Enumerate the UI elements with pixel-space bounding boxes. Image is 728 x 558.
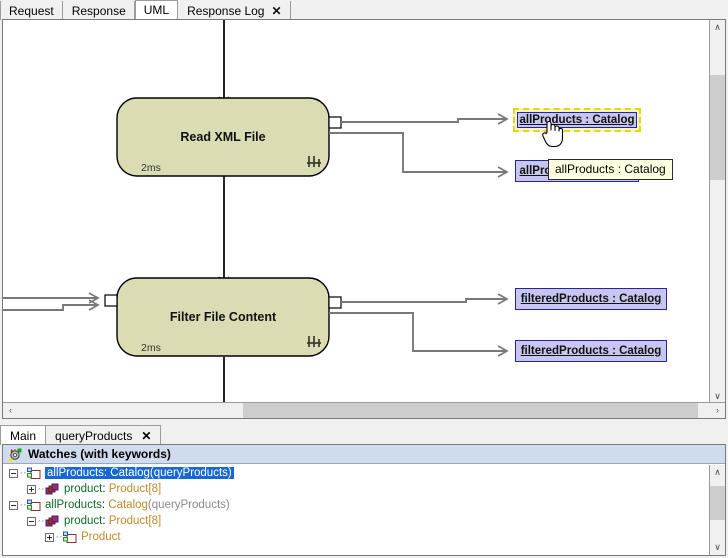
- scroll-up-button[interactable]: ∧: [710, 20, 725, 35]
- tree-row-name: product: [64, 483, 102, 495]
- tree-guide-dots: ··: [19, 499, 27, 511]
- tree-row-type: Product[8]: [109, 515, 161, 527]
- tree-row-key: (queryProducts): [148, 499, 230, 511]
- expand-collapse-icon[interactable]: [9, 469, 18, 478]
- tree-row[interactable]: ·· allProducts: Catalog(queryProducts): [3, 497, 709, 513]
- diagram-horizontal-scrollbar[interactable]: ‹ ›: [3, 402, 725, 418]
- object-node-filteredproducts-2-label: filteredProducts : Catalog: [521, 345, 662, 357]
- selection-marquee: allProducts : Catalog: [513, 108, 641, 132]
- scroll-left-button[interactable]: ‹: [3, 403, 18, 418]
- expand-collapse-icon[interactable]: [9, 501, 18, 510]
- activity-node-read-xml-file-title: Read XML File: [117, 130, 329, 144]
- tree-row-label: allProducts: Catalog(queryProducts): [45, 467, 234, 479]
- uml-canvas[interactable]: Read XML File 2ms Filter File Content 2m…: [3, 20, 711, 404]
- bottom-tab-queryproducts[interactable]: queryProducts ✕: [45, 425, 161, 445]
- tree-guide-dots: ··: [37, 483, 45, 495]
- class-icon: [63, 531, 77, 544]
- close-icon[interactable]: ✕: [141, 429, 151, 443]
- diagram-vscroll-track[interactable]: [710, 35, 725, 389]
- tree-guide-dots: ··: [37, 515, 45, 527]
- bottom-tab-main-label: Main: [10, 429, 36, 443]
- tooltip-text: allProducts : Catalog: [555, 162, 666, 176]
- scroll-down-button[interactable]: ∨: [710, 540, 725, 555]
- tab-uml-label: UML: [144, 3, 169, 17]
- object-node-filteredproducts-1-label: filteredProducts : Catalog: [521, 293, 662, 305]
- tab-request-label: Request: [9, 4, 54, 18]
- tree-row-label: product: Product[8]: [64, 515, 161, 527]
- tab-uml[interactable]: UML: [135, 0, 178, 20]
- tree-row-type: Catalog: [108, 499, 148, 511]
- activity-node-read-xml-file-duration: 2ms: [141, 162, 161, 174]
- bottom-tab-queryproducts-label: queryProducts: [55, 429, 132, 443]
- watches-title: Watches (with keywords): [28, 447, 171, 461]
- tooltip: allProducts : Catalog: [548, 159, 673, 180]
- tree-row-type: Product[8]: [109, 483, 161, 495]
- tree-row[interactable]: ·· Product: [3, 529, 709, 545]
- tree-row-label: allProducts: Catalog(queryProducts): [45, 499, 230, 511]
- diagram-hscroll-thumb[interactable]: [243, 403, 698, 418]
- tree-row-label: product: Product[8]: [64, 483, 161, 495]
- watches-vertical-scrollbar[interactable]: ∧ ∨: [709, 465, 725, 555]
- watches-header: Watches (with keywords): [3, 445, 725, 464]
- tree-row-key: (queryProducts): [150, 467, 232, 479]
- expand-collapse-icon[interactable]: [27, 517, 36, 526]
- tree-row-name: allProducts: [47, 467, 104, 479]
- tree-guide-dots: ··: [19, 467, 27, 479]
- watches-vscroll-thumb[interactable]: [710, 486, 725, 520]
- collection-icon: [45, 515, 60, 528]
- tab-request[interactable]: Request: [0, 1, 63, 20]
- tree-row[interactable]: ·· product: Product[8]: [3, 481, 709, 497]
- scroll-up-button[interactable]: ∧: [710, 465, 725, 480]
- tree-row[interactable]: ·· allProducts: Catalog(queryProducts): [3, 465, 709, 481]
- expand-collapse-icon[interactable]: [45, 533, 54, 542]
- tab-response[interactable]: Response: [63, 1, 135, 20]
- tab-response-log-label: Response Log: [187, 4, 264, 18]
- diagram-hscroll-track[interactable]: [18, 403, 710, 418]
- object-node-filteredproducts-2[interactable]: filteredProducts : Catalog: [515, 340, 667, 362]
- tree-row-name: allProducts: [45, 499, 102, 511]
- collection-icon: [45, 483, 60, 496]
- uml-diagram-panel: Read XML File 2ms Filter File Content 2m…: [2, 19, 726, 419]
- watches-panel: Watches (with keywords) ·· allProducts: …: [2, 444, 726, 556]
- object-node-filteredproducts-1[interactable]: filteredProducts : Catalog: [515, 288, 667, 310]
- scroll-right-button[interactable]: ›: [710, 403, 725, 418]
- close-icon[interactable]: ✕: [271, 5, 281, 17]
- watches-vscroll-track[interactable]: [710, 480, 725, 540]
- object-node-allproducts-1-label: allProducts : Catalog: [519, 114, 634, 126]
- top-tab-strip: Request Response UML Response Log ✕: [0, 0, 728, 20]
- tree-row[interactable]: ·· product: Product[8]: [3, 513, 709, 529]
- class-icon: [27, 467, 41, 480]
- diagram-vscroll-thumb[interactable]: [710, 75, 725, 180]
- tree-row-label: Product: [81, 531, 121, 543]
- diagram-vertical-scrollbar[interactable]: ∧ ∨: [709, 20, 725, 404]
- tree-guide-dots: ··: [55, 531, 63, 543]
- watches-icon: [8, 447, 23, 462]
- tree-row-type: Catalog: [110, 467, 150, 479]
- activity-node-filter-file-content-duration: 2ms: [141, 342, 161, 354]
- object-node-allproducts-1[interactable]: allProducts : Catalog: [517, 112, 637, 128]
- bottom-tab-main[interactable]: Main: [0, 425, 46, 445]
- tab-response-log[interactable]: Response Log ✕: [178, 1, 290, 20]
- bottom-tab-strip: Main queryProducts ✕: [0, 423, 728, 445]
- tree-row-type: Product: [81, 531, 121, 543]
- class-icon: [27, 499, 41, 512]
- tab-response-label: Response: [72, 4, 126, 18]
- tree-row-name: product: [64, 515, 102, 527]
- watches-tree[interactable]: ·· allProducts: Catalog(queryProducts) ·…: [3, 465, 709, 555]
- expand-collapse-icon[interactable]: [27, 485, 36, 494]
- activity-node-filter-file-content-title: Filter File Content: [117, 310, 329, 324]
